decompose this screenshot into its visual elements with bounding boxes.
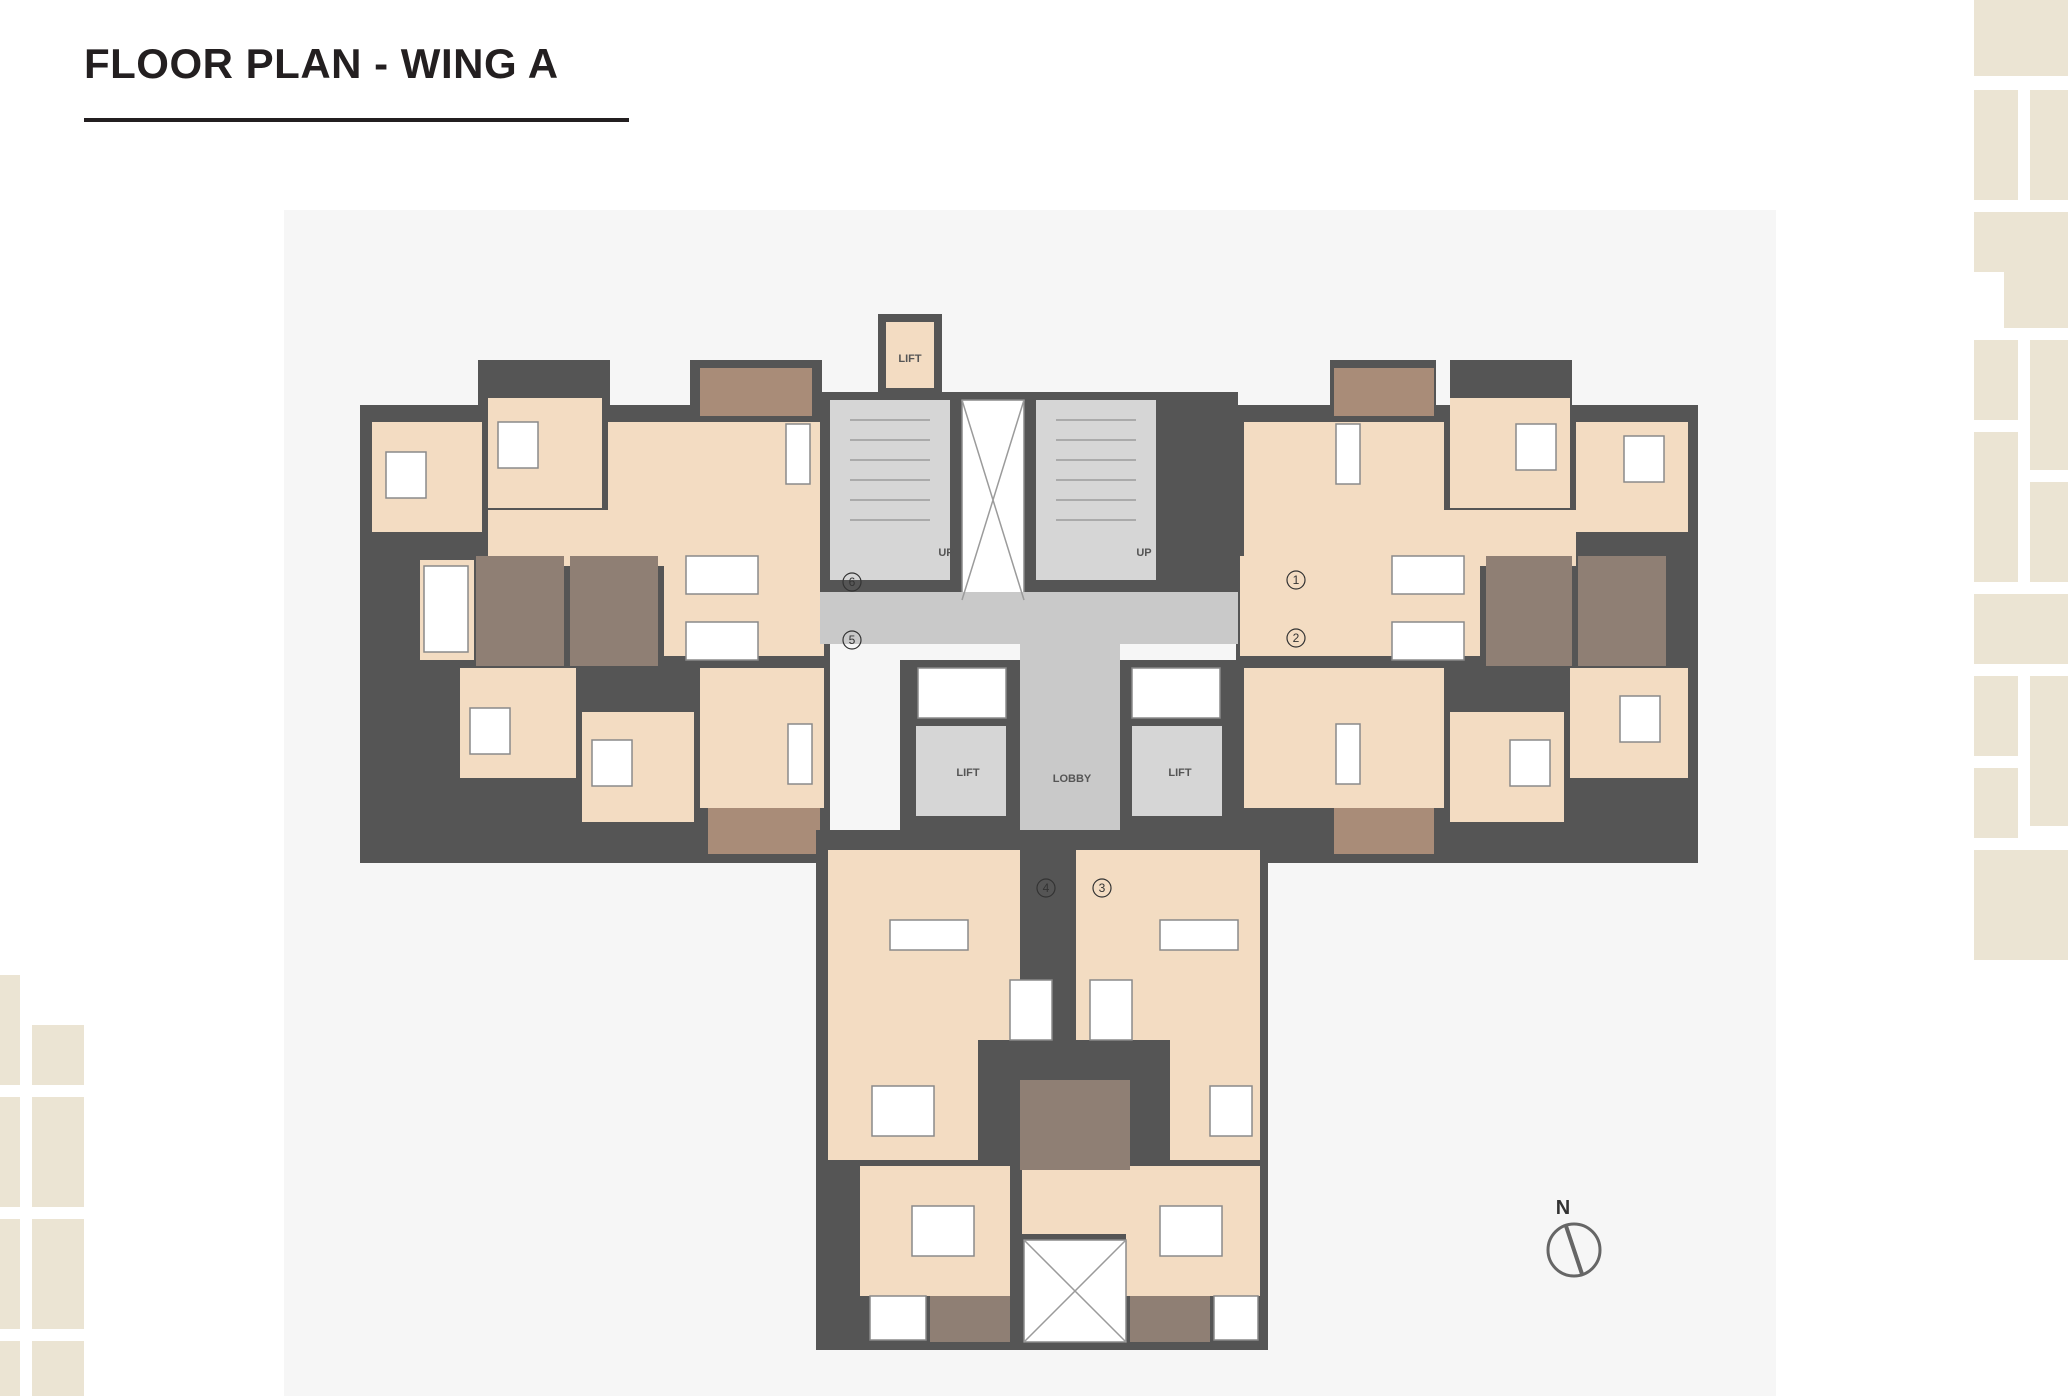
left-wing <box>360 360 830 863</box>
flat-number-5: 5 <box>849 633 856 647</box>
flat-number-1: 1 <box>1293 573 1300 587</box>
stair-lines <box>850 399 1136 1343</box>
flat-marker-6: 6 <box>842 572 862 592</box>
compass-north-label: N <box>1556 1197 1570 1219</box>
lift-top-label: LIFT <box>898 353 921 365</box>
flat-number-2: 2 <box>1293 631 1300 645</box>
page-title: FLOOR PLAN - WING A <box>84 40 559 87</box>
flat-number-4: 4 <box>1043 881 1050 895</box>
flat-marker-2: 2 <box>1286 628 1306 648</box>
flat-marker-3: 3 <box>1092 878 1112 898</box>
flat-marker-5: 5 <box>842 630 862 650</box>
lift-left-label: LIFT <box>956 767 979 779</box>
flat-marker-4: 4 <box>1036 878 1056 898</box>
right-decorative-pattern <box>1974 0 2068 960</box>
flat-marker-1: 1 <box>1286 570 1306 590</box>
left-decorative-pattern <box>0 975 84 1396</box>
up-right-label: UP <box>1136 547 1151 559</box>
north-arrow-icon: N <box>1546 1197 1602 1278</box>
title-underline <box>84 118 629 122</box>
up-left-label: UP <box>938 547 953 559</box>
lift-right-label: LIFT <box>1168 767 1191 779</box>
right-wing <box>1236 360 1698 863</box>
central-core <box>820 314 1240 910</box>
lobby-label: LOBBY <box>1053 773 1092 785</box>
flat-number-3: 3 <box>1099 881 1106 895</box>
flat-number-6: 6 <box>849 575 856 589</box>
lower-wing <box>816 830 1268 1350</box>
